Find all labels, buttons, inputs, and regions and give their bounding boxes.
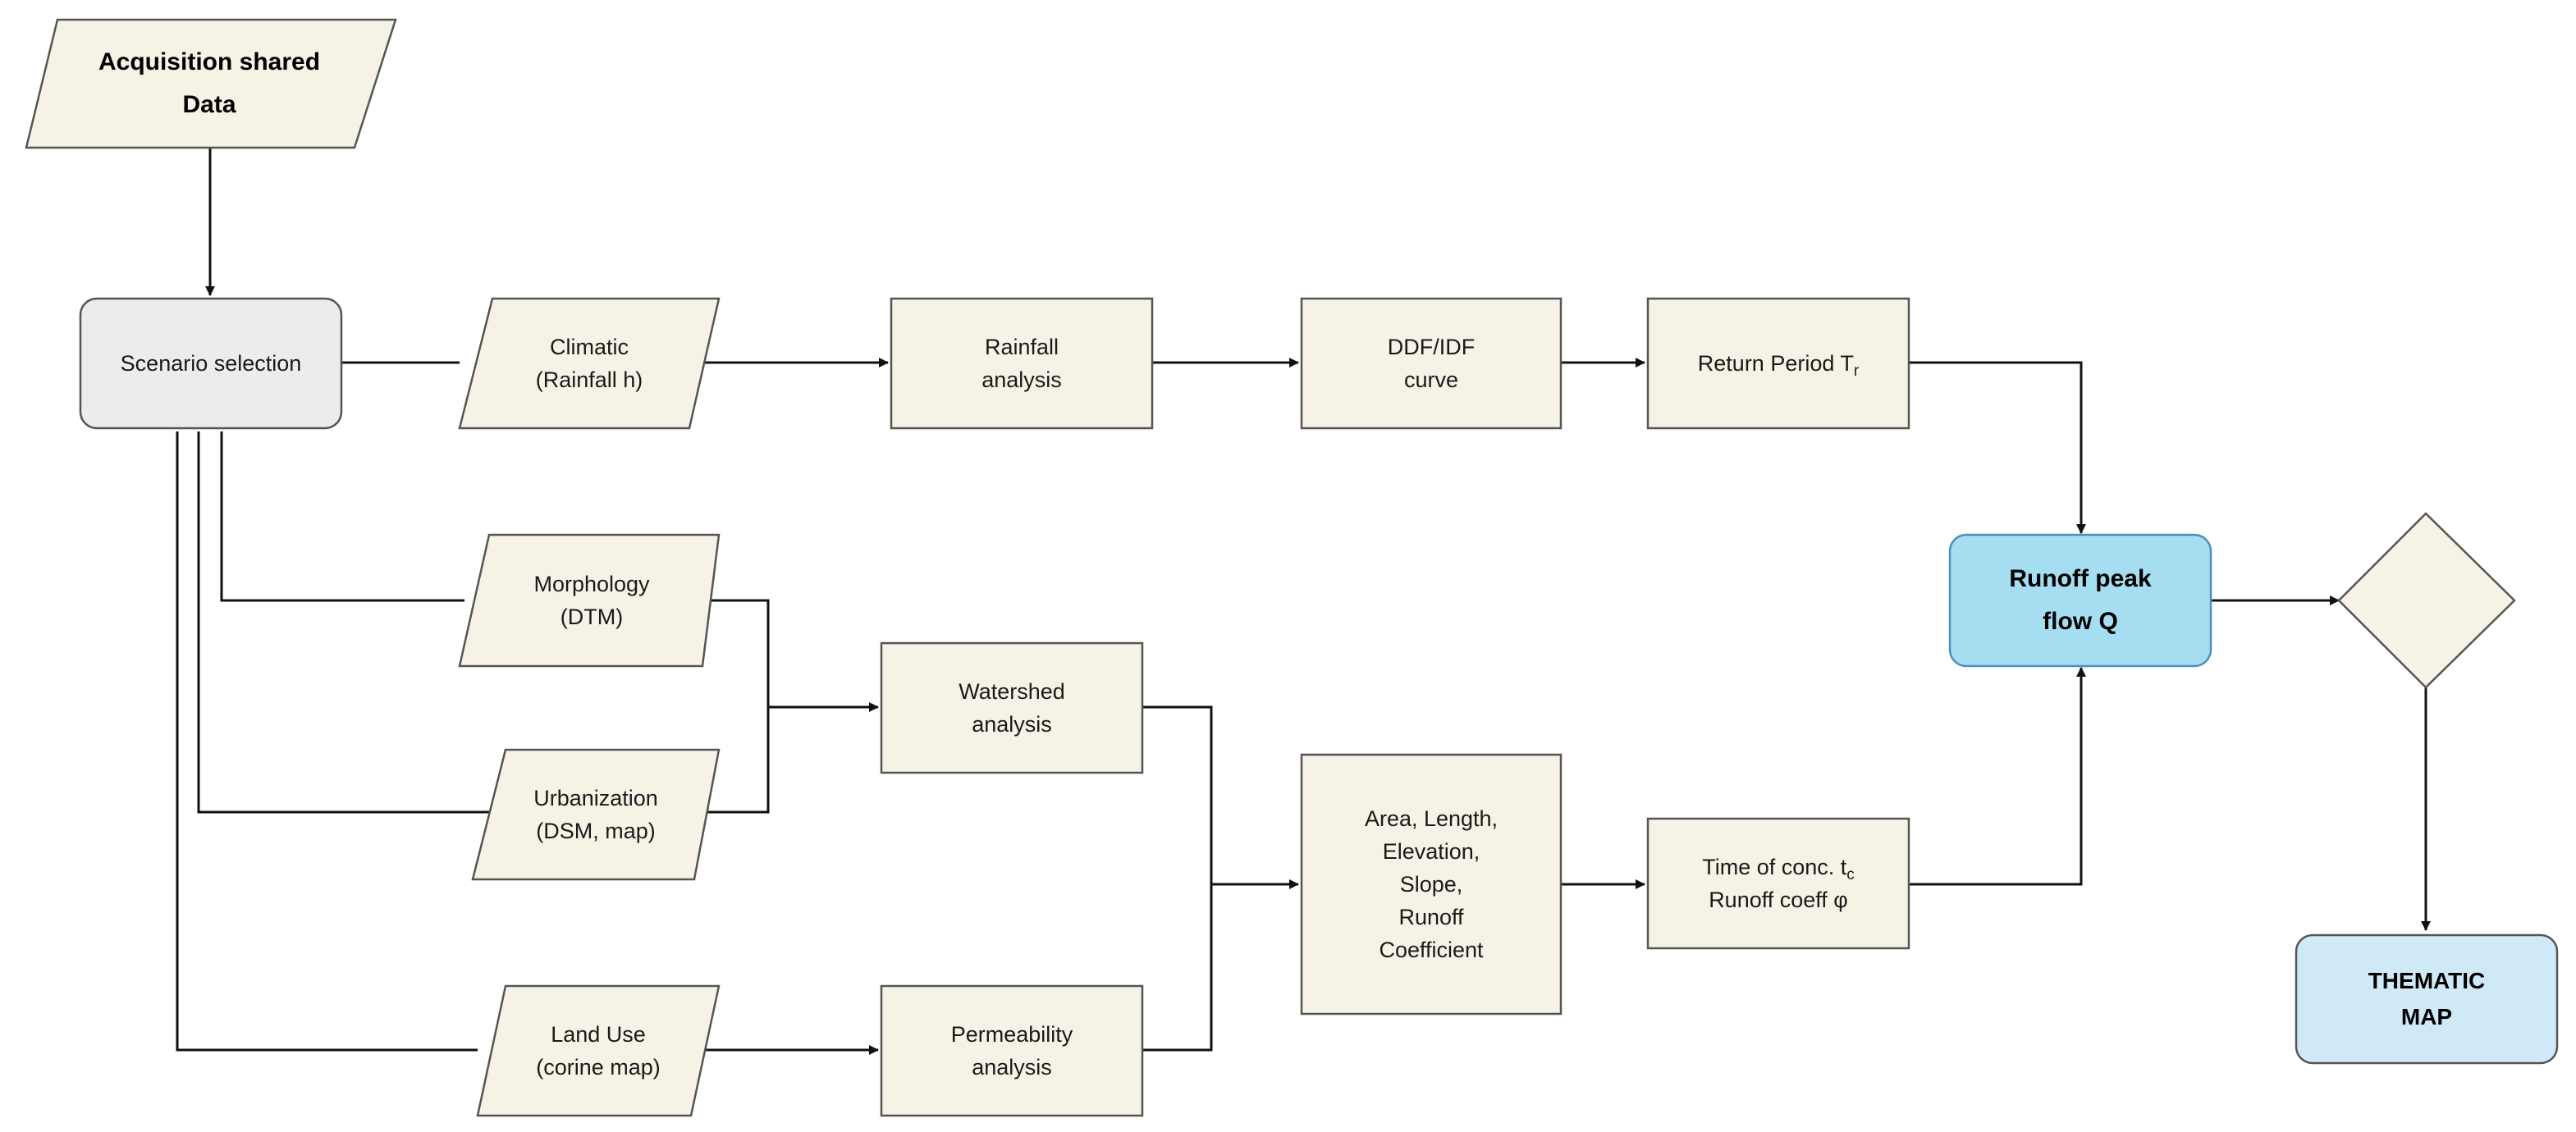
rainfall-analysis-shape bbox=[890, 297, 1154, 430]
urbanization-shape bbox=[471, 748, 721, 881]
thematic-map-shape bbox=[2295, 933, 2559, 1065]
decision-diamond bbox=[2337, 512, 2516, 689]
parameters-shape bbox=[1300, 753, 1563, 1016]
line-scenario-to-urbanization bbox=[197, 431, 489, 814]
morphology-shape bbox=[458, 533, 721, 668]
return-period-shape bbox=[1646, 297, 1910, 430]
arrow-return-to-runoff bbox=[1909, 361, 2086, 534]
line-watershed-to-parameters bbox=[1142, 705, 1213, 1052]
permeability-analysis-shape bbox=[880, 984, 1144, 1117]
runoff-peak-flow-shape bbox=[1948, 533, 2212, 668]
arrow-scenario-to-landuse bbox=[176, 431, 478, 1052]
ddf-idf-curve-shape bbox=[1300, 297, 1563, 430]
time-of-concentration-shape bbox=[1646, 817, 1910, 950]
land-use-shape bbox=[476, 984, 721, 1117]
arrow-timeconc-to-runoff bbox=[1909, 667, 2086, 886]
watershed-analysis-shape bbox=[880, 641, 1144, 774]
scenario-selection-shape bbox=[79, 297, 343, 430]
line-scenario-to-morphology bbox=[220, 431, 464, 602]
climatic-shape bbox=[458, 297, 721, 430]
acquisition-data-shape bbox=[25, 18, 397, 149]
